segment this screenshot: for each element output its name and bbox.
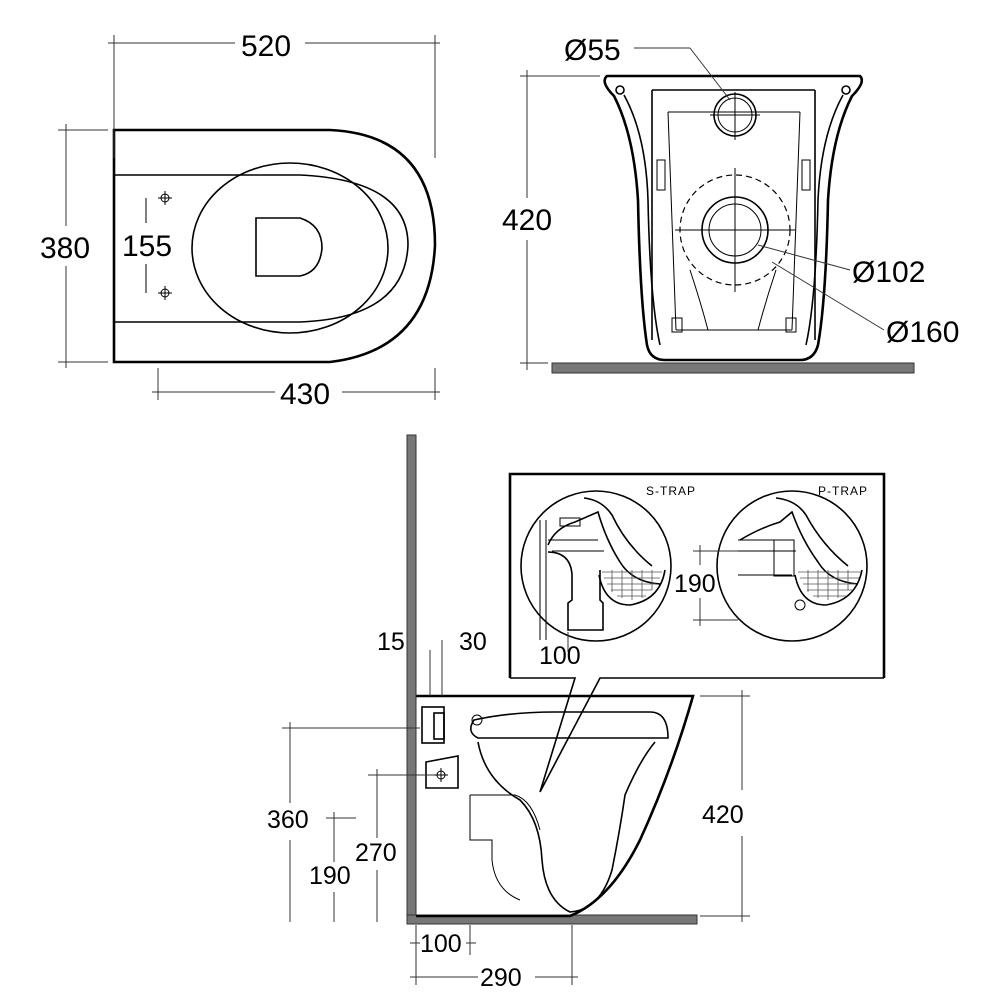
bolt-spacing-label: 155 — [122, 230, 172, 263]
bolt-hole-top — [158, 191, 172, 205]
side-seat — [470, 711, 669, 739]
p-trap-height-label: 190 — [674, 570, 716, 598]
top-width-label: 520 — [241, 30, 291, 63]
s-trap-offset-label: 100 — [539, 642, 581, 670]
top-height-label: 380 — [40, 232, 90, 265]
top-offset-label: 430 — [280, 378, 330, 411]
inset-frame — [508, 472, 886, 678]
bolt-hole-bottom — [158, 286, 172, 300]
s-trap-detail: S-TRAP 100 — [520, 484, 696, 670]
p-trap-label: P-TRAP — [818, 484, 868, 498]
drain-height-label: 190 — [309, 862, 351, 890]
front-inner-frame — [667, 111, 801, 331]
front-outline — [603, 74, 864, 362]
side-bowl — [477, 741, 656, 913]
top-view-outline — [112, 128, 437, 364]
outlet-160-label: Ø160 — [886, 316, 959, 349]
front-view: 420 Ø55 Ø102 Ø160 — [502, 34, 959, 374]
top-view-outlet — [255, 217, 323, 277]
inlet-height-label: 360 — [267, 806, 309, 834]
trap-inset: S-TRAP 100 — [508, 472, 886, 678]
gap-label: 30 — [459, 628, 487, 656]
drain-offset-label: 100 — [420, 930, 462, 958]
front-floor — [551, 362, 915, 374]
front-inner-channel — [689, 269, 777, 331]
side-wall — [406, 434, 417, 921]
outlet-102-label: Ø102 — [852, 256, 925, 289]
top-view: 520 380 155 430 — [40, 30, 440, 411]
depth-label: 290 — [480, 964, 522, 992]
front-back-frame — [651, 89, 816, 340]
side-trap — [469, 794, 541, 901]
side-bracket — [425, 755, 459, 789]
bracket-height-label: 270 — [355, 839, 397, 867]
front-inner-left — [623, 94, 661, 346]
top-view-bowl — [191, 162, 389, 334]
outlet-55-label: Ø55 — [564, 34, 621, 67]
front-inner-right — [805, 94, 844, 346]
side-height-label: 420 — [702, 801, 744, 829]
side-outline — [416, 694, 695, 918]
wall-thickness-label: 15 — [377, 628, 405, 656]
s-trap-label: S-TRAP — [646, 484, 696, 498]
top-view-inner-rim — [114, 174, 409, 323]
p-trap-detail: P-TRAP 190 — [674, 484, 868, 642]
front-height-label: 420 — [502, 204, 552, 237]
side-view: 15 30 420 360 270 190 100 290 — [267, 434, 884, 992]
